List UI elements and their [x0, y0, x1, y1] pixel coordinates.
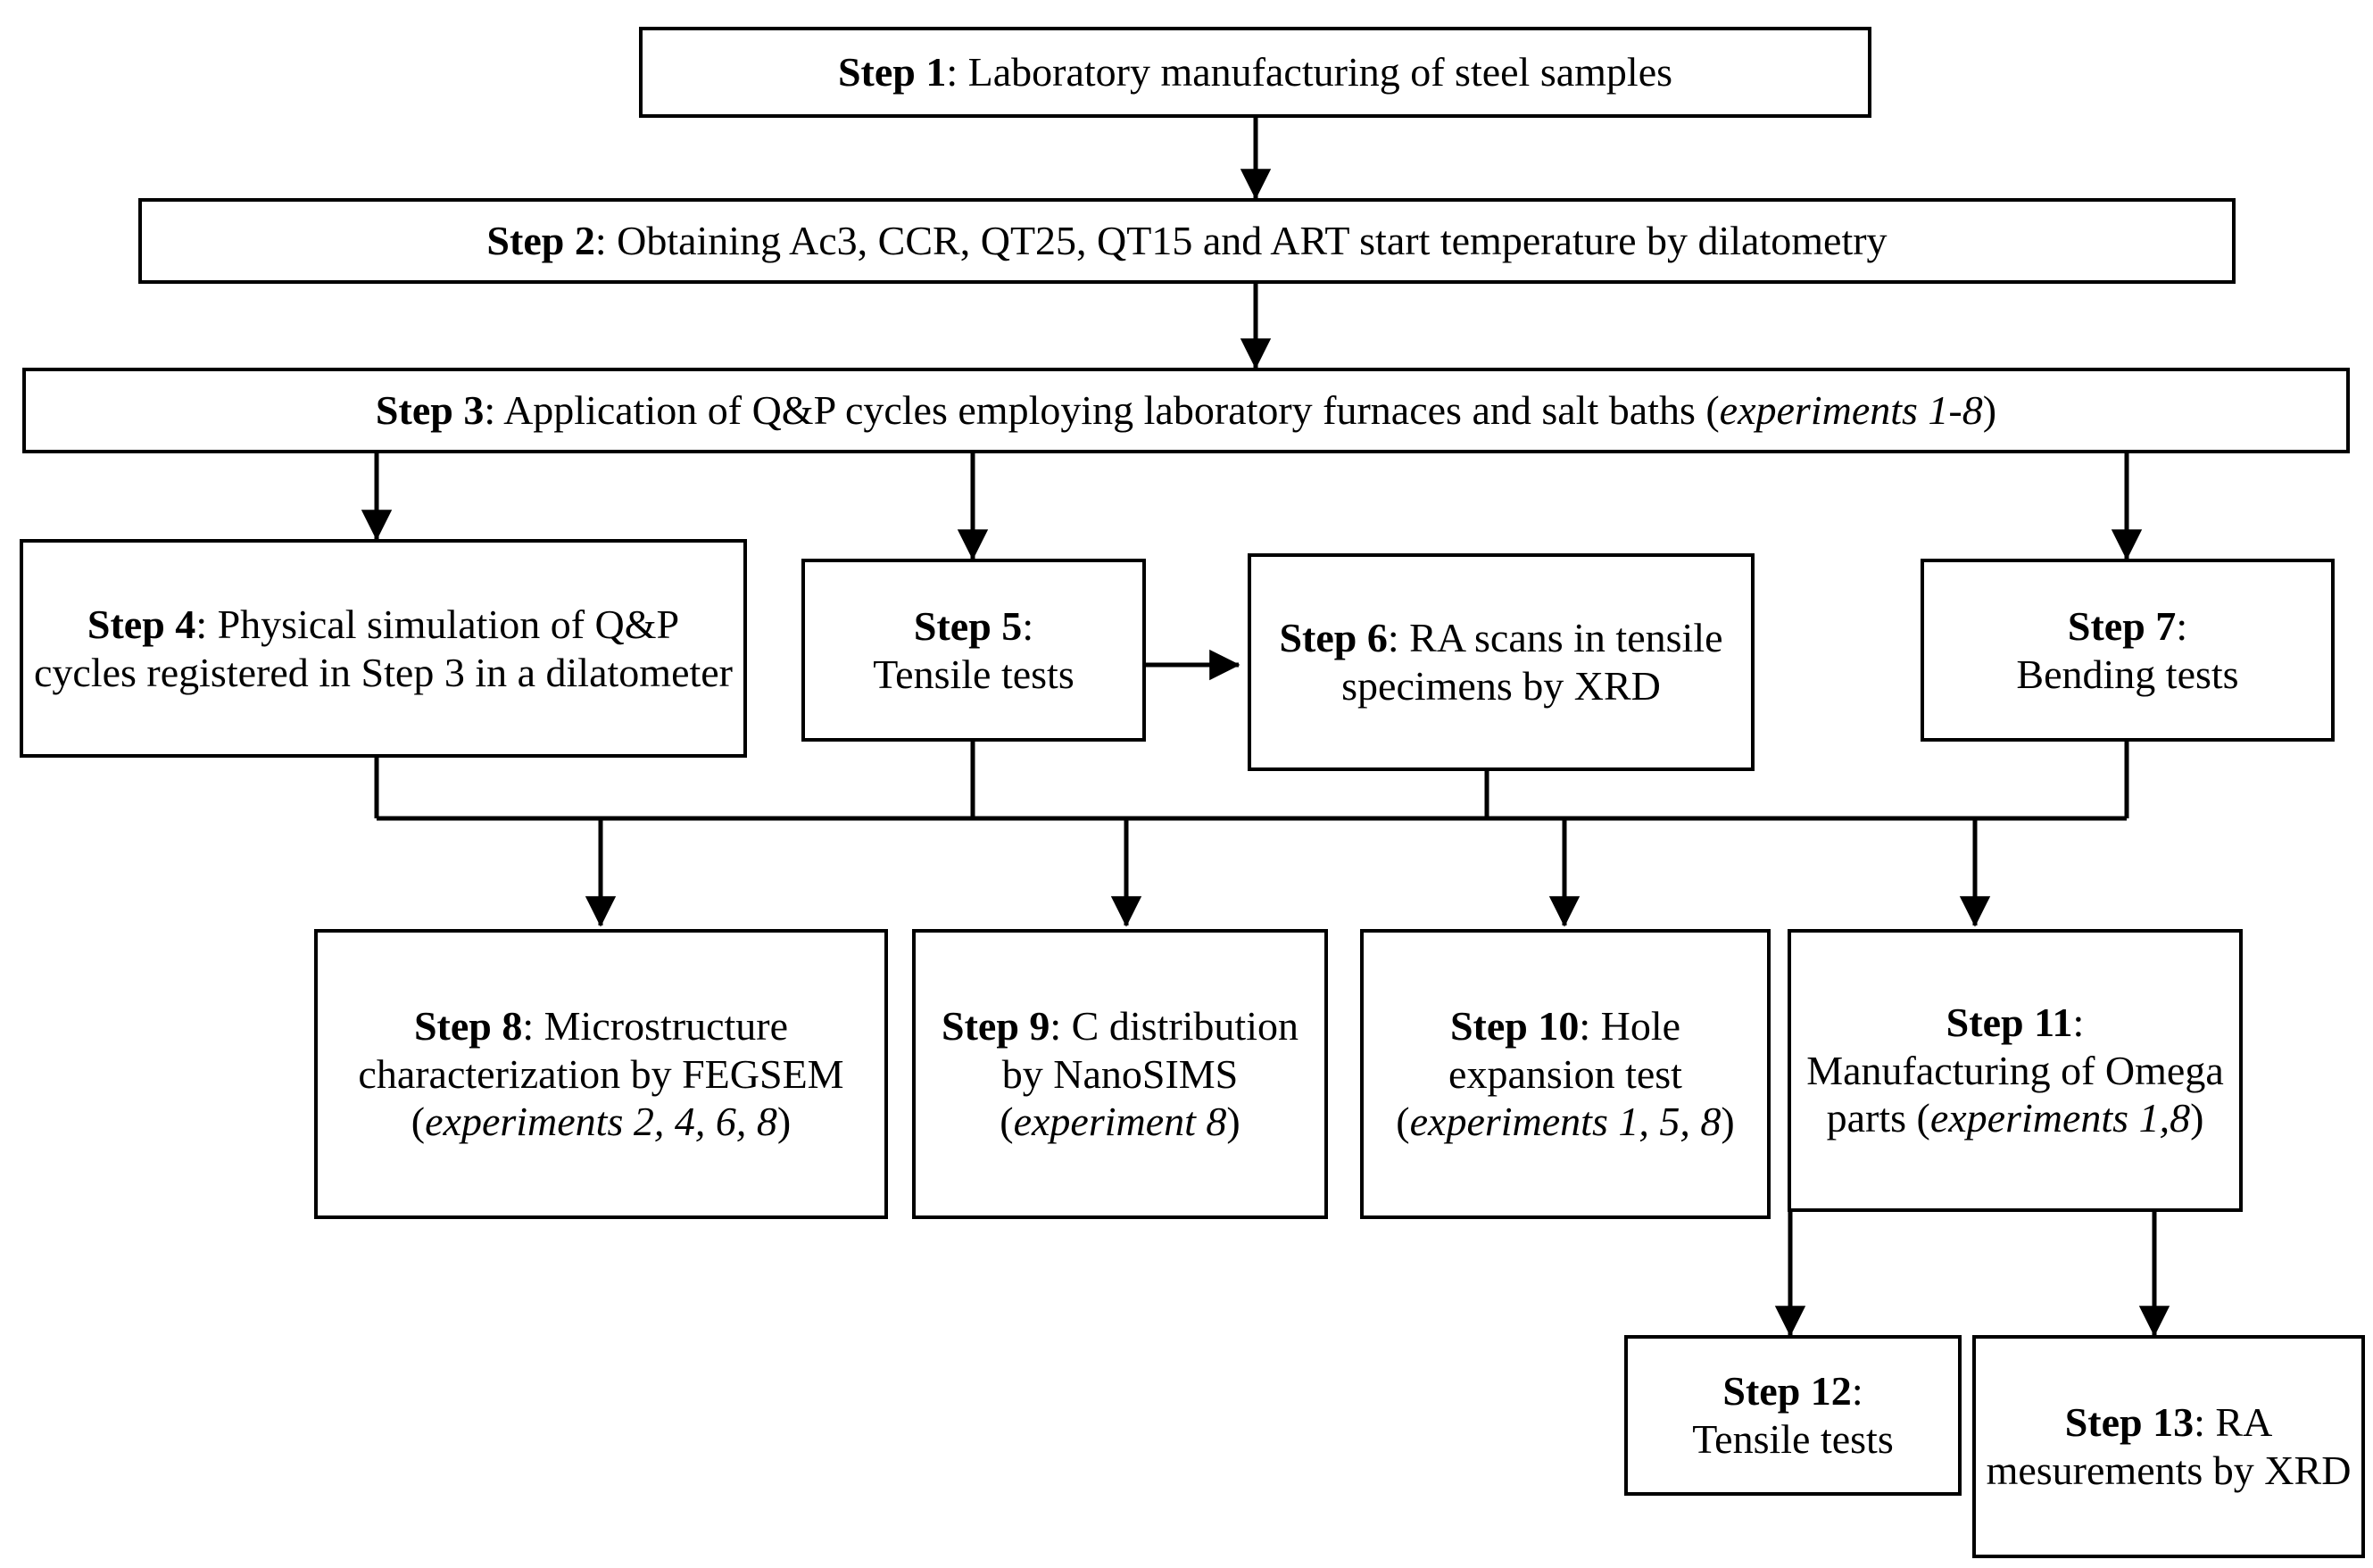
node-step6[interactable]: Step 6: RA scans in tensile specimens by…: [1248, 553, 1755, 771]
node-step1-text: Step 1: Laboratory manufacturing of stee…: [837, 49, 1673, 95]
node-step4[interactable]: Step 4: Physical simulation of Q&P cycle…: [20, 539, 747, 758]
node-step9-text: Step 9: C distribution by NanoSIMS(exper…: [942, 1002, 1299, 1145]
node-step8[interactable]: Step 8: Microstructure characterization …: [314, 929, 888, 1219]
node-step12-text: Step 12:Tensile tests: [1692, 1368, 1894, 1462]
node-step13-text: Step 13: RA mesurements by XRD: [1986, 1399, 2352, 1493]
node-step13[interactable]: Step 13: RA mesurements by XRD: [1972, 1335, 2365, 1558]
node-step11-text: Step 11:Manufacturing of Omega parts (ex…: [1806, 999, 2224, 1141]
node-step2-text: Step 2: Obtaining Ac3, CCR, QT25, QT15 a…: [486, 218, 1888, 264]
node-step3-text: Step 3: Application of Q&P cycles employ…: [375, 387, 1997, 434]
node-step12[interactable]: Step 12:Tensile tests: [1624, 1335, 1962, 1496]
node-step9[interactable]: Step 9: C distribution by NanoSIMS(exper…: [912, 929, 1328, 1219]
node-step4-text: Step 4: Physical simulation of Q&P cycle…: [33, 601, 733, 695]
node-step7[interactable]: Step 7:Bending tests: [1921, 559, 2335, 742]
node-step5-text: Step 5:Tensile tests: [873, 602, 1074, 697]
node-step7-text: Step 7:Bending tests: [2016, 602, 2239, 697]
node-step6-text: Step 6: RA scans in tensile specimens by…: [1279, 615, 1723, 709]
node-step11[interactable]: Step 11:Manufacturing of Omega parts (ex…: [1788, 929, 2243, 1212]
node-step5[interactable]: Step 5:Tensile tests: [801, 559, 1146, 742]
node-step3[interactable]: Step 3: Application of Q&P cycles employ…: [22, 368, 2350, 453]
node-step8-text: Step 8: Microstructure characterization …: [358, 1002, 844, 1145]
node-step2[interactable]: Step 2: Obtaining Ac3, CCR, QT25, QT15 a…: [138, 198, 2236, 284]
node-step10-text: Step 10: Hole expansion test (experiment…: [1396, 1002, 1735, 1145]
node-step1[interactable]: Step 1: Laboratory manufacturing of stee…: [639, 27, 1871, 118]
node-step10[interactable]: Step 10: Hole expansion test (experiment…: [1360, 929, 1771, 1219]
